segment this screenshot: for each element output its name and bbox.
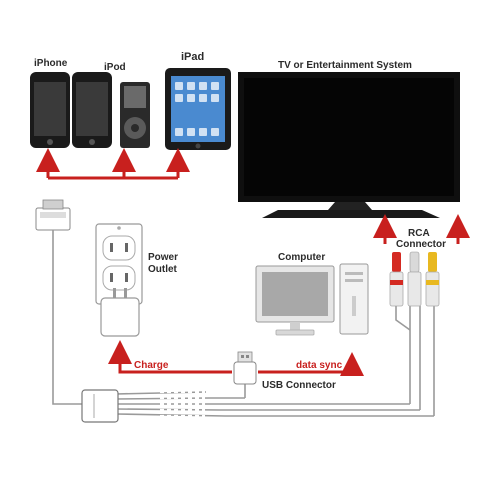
ipad-label: iPad [181, 51, 205, 63]
power-adapter-icon [100, 288, 140, 337]
tv-label: TV or Entertainment System [278, 60, 412, 71]
rca-connector-icon [389, 251, 440, 307]
power-outlet-label-line2: Outlet [148, 264, 177, 275]
usb-connector-label: USB Connector [262, 380, 336, 391]
rca-label-line1: RCA [408, 228, 430, 239]
charge-sync-arrows [108, 340, 364, 376]
ipad-icon [165, 68, 231, 150]
cable-break [160, 390, 205, 418]
power-outlet-icon [95, 223, 143, 305]
tv-icon [238, 72, 460, 218]
iphone-label: iPhone [34, 58, 68, 69]
data-sync-label: data sync [296, 360, 343, 371]
iphone-icon [72, 72, 112, 148]
cable-lines [52, 230, 435, 417]
rca-cables [395, 306, 411, 331]
charge-label: Charge [134, 360, 169, 371]
usb-connector-icon [233, 351, 257, 385]
computer-icon [255, 263, 369, 336]
iphone-icon [30, 72, 70, 148]
dock-connector-icon [35, 199, 71, 231]
ipod-label: iPod [104, 62, 126, 73]
cable-hub-icon [81, 389, 119, 423]
power-outlet-label-line1: Power [148, 252, 179, 263]
device-charge-arrows [36, 148, 190, 180]
rca-to-tv-arrows [373, 214, 470, 244]
computer-label: Computer [278, 252, 326, 263]
ipod-icon [120, 82, 150, 148]
rca-label-line2: Connector [396, 239, 446, 250]
